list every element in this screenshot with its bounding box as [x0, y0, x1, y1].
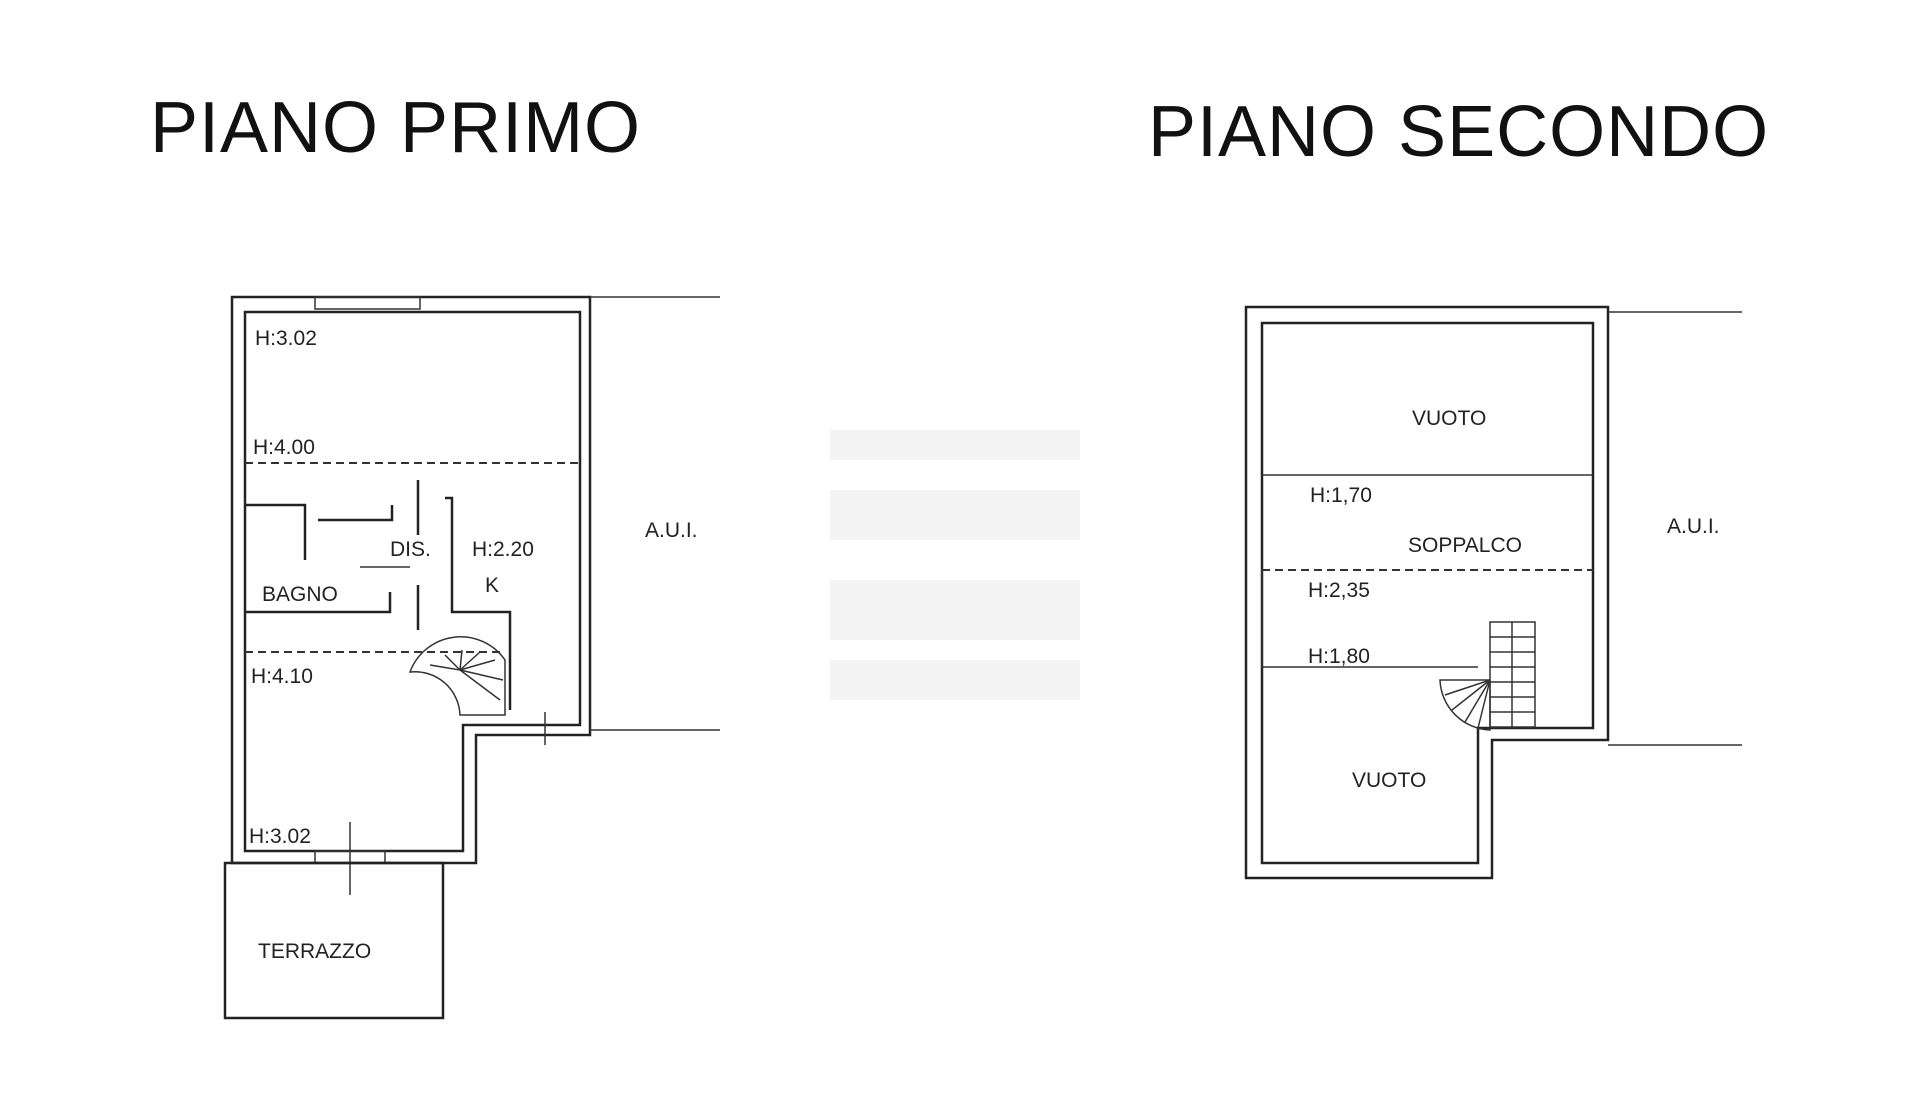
- label-primo-h-400: H:4.00: [253, 436, 315, 459]
- scan-smudge: [830, 430, 1080, 700]
- label-secondo-vuoto-bottom: VUOTO: [1352, 769, 1426, 792]
- label-primo-k: K: [485, 574, 499, 597]
- label-primo-h-top: H:3.02: [255, 327, 317, 350]
- primo-terrazzo-outline: [223, 861, 445, 1020]
- primo-outer-wall: [230, 295, 592, 865]
- title-piano-primo: PIANO PRIMO: [150, 88, 642, 168]
- label-primo-bagno: BAGNO: [262, 583, 338, 606]
- label-secondo-soppalco: SOPPALCO: [1408, 534, 1522, 557]
- label-primo-aui: A.U.I.: [645, 519, 698, 542]
- label-primo-dis: DIS.: [390, 538, 431, 561]
- primo-bagno-wall: [245, 503, 394, 614]
- primo-window-top: [314, 296, 421, 310]
- primo-inner-wall: [243, 310, 582, 853]
- floor-plan-secondo: [1244, 305, 1742, 880]
- title-piano-secondo: PIANO SECONDO: [1148, 92, 1770, 172]
- label-secondo-h-235: H:2,35: [1308, 579, 1370, 602]
- secondo-straight-stair: [1489, 621, 1536, 728]
- label-secondo-aui: A.U.I.: [1667, 515, 1720, 538]
- label-primo-terrazzo: TERRAZZO: [258, 940, 371, 963]
- label-secondo-vuoto-top: VUOTO: [1412, 407, 1486, 430]
- secondo-outer-wall: [1244, 305, 1610, 880]
- primo-kitchen-wall: [445, 496, 512, 710]
- secondo-spiral-stair: [1439, 679, 1491, 731]
- primo-spiral-stair: [408, 636, 506, 716]
- label-secondo-h-170: H:1,70: [1310, 484, 1372, 507]
- label-primo-h-220: H:2.20: [472, 538, 534, 561]
- label-secondo-h-180: H:1,80: [1308, 645, 1370, 668]
- label-primo-h-302-bottom: H:3.02: [249, 825, 311, 848]
- label-primo-h-410: H:4.10: [251, 665, 313, 688]
- floor-plan-primo: [223, 295, 720, 1020]
